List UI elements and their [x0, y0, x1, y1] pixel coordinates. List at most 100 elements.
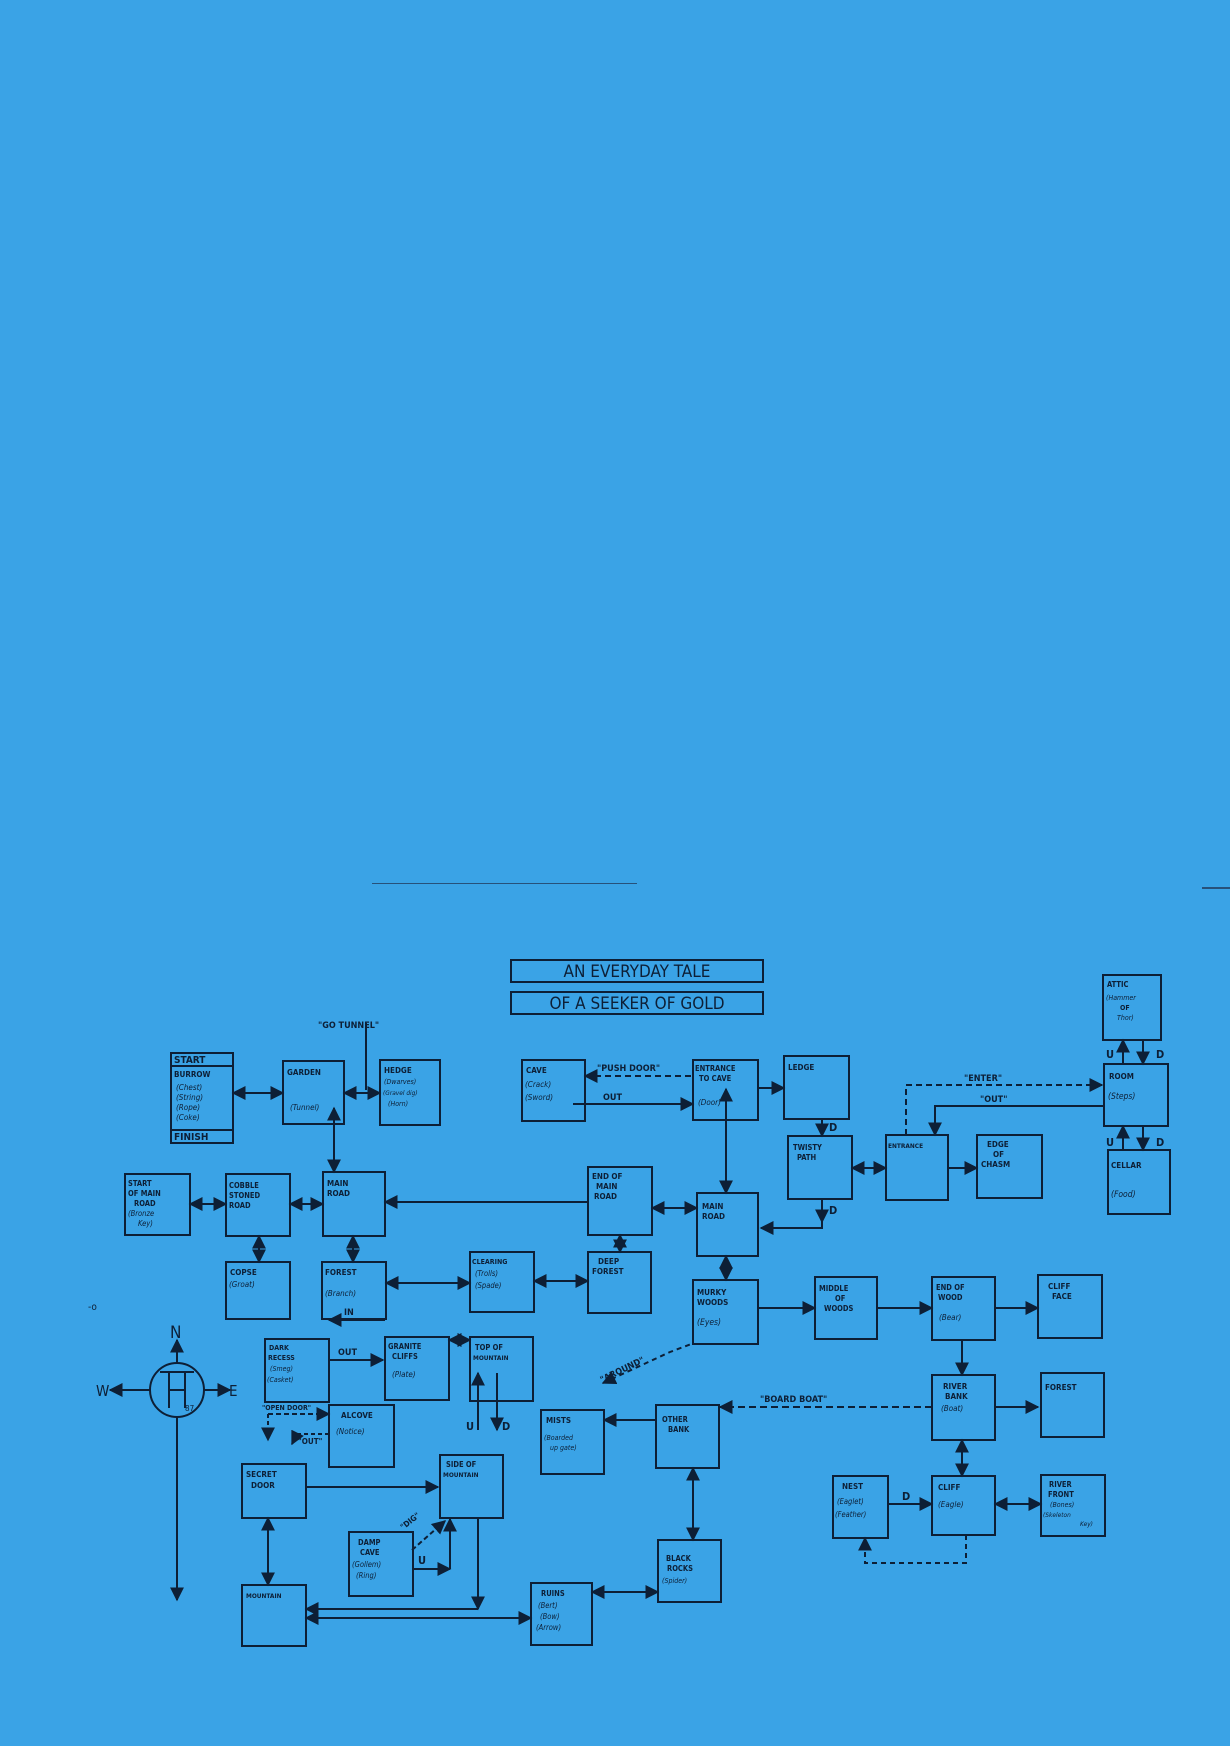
- room-dark-recess: [264, 1338, 330, 1403]
- room-start-burrow: [170, 1052, 234, 1144]
- damp-cave-line: CAVE: [360, 1548, 380, 1557]
- dark-recess-line: RECESS: [268, 1354, 295, 1362]
- copse-line: COPSE: [230, 1268, 257, 1277]
- ruins-line: (Arrow): [536, 1623, 561, 1632]
- river-front-line: RIVER: [1049, 1480, 1073, 1489]
- room-cobble-stoned-road: [225, 1173, 291, 1237]
- label-u-cellar: U: [1106, 1136, 1114, 1149]
- edge-chasm-line: OF: [993, 1150, 1004, 1159]
- deep-forest-line: FOREST: [592, 1267, 624, 1276]
- room-forest-east: [1040, 1372, 1105, 1438]
- river-front-line: Key): [1080, 1520, 1093, 1528]
- compass-w: W: [96, 1382, 109, 1400]
- clearing-line: (Trolls): [475, 1269, 498, 1278]
- room-end-of-wood: [931, 1276, 996, 1341]
- room-cliff-face: [1037, 1274, 1103, 1339]
- label-d-nest: D: [902, 1490, 910, 1503]
- label-out-room: "OUT": [980, 1095, 1007, 1105]
- granite-line: GRANITE: [388, 1342, 422, 1351]
- compass-e: E: [229, 1382, 238, 1400]
- start-burrow-line: (Chest): [176, 1083, 202, 1092]
- other-bank-line: OTHER: [662, 1415, 689, 1424]
- label-u-attic: U: [1106, 1048, 1114, 1061]
- black-rocks-line: BLACK: [666, 1554, 692, 1563]
- forest-1-line: (Branch): [325, 1289, 356, 1298]
- room-clearing: [469, 1251, 535, 1313]
- cellar-line: (Food): [1111, 1190, 1136, 1200]
- room-main-road-east: [696, 1192, 759, 1257]
- start-burrow-line: (Rope): [176, 1103, 200, 1112]
- end-wood-line: WOOD: [938, 1293, 963, 1302]
- murky-line: WOODS: [697, 1298, 728, 1307]
- entrance-line: ENTRANCE: [888, 1142, 923, 1150]
- cliff-face-line: FACE: [1052, 1292, 1072, 1301]
- end-wood-line: (Bear): [939, 1313, 962, 1322]
- label-u-top: U: [466, 1420, 474, 1433]
- room-top-of-mountain: [469, 1336, 534, 1402]
- cobble-line: STONED: [229, 1191, 260, 1200]
- entrance-cave-line: ENTRANCE: [695, 1064, 736, 1073]
- side-mountain-line: MOUNTAIN: [443, 1471, 479, 1479]
- river-front-line: (Skeleton: [1043, 1511, 1071, 1519]
- end-main-road-line: ROAD: [594, 1192, 617, 1201]
- room-main-road-west: [322, 1171, 386, 1237]
- cobble-line: COBBLE: [229, 1181, 259, 1190]
- title-line-2: OF A SEEKER OF GOLD: [549, 994, 724, 1014]
- start-main-road-line: (Bronze: [128, 1209, 154, 1218]
- label-d-attic: D: [1156, 1048, 1164, 1061]
- label-out-cave: OUT: [603, 1093, 622, 1103]
- river-front-line: (Bones): [1050, 1501, 1074, 1509]
- room-forest-branch: [321, 1261, 387, 1320]
- ruins-line: (Bow): [540, 1612, 560, 1621]
- river-bank-line: RIVER: [943, 1382, 968, 1391]
- start-main-road-line: Key): [138, 1219, 153, 1228]
- room-river-bank: [931, 1374, 996, 1441]
- start-burrow-line: BURROW: [174, 1070, 211, 1079]
- granite-line: CLIFFS: [392, 1352, 418, 1361]
- dark-recess-line: (Casket): [267, 1376, 293, 1384]
- label-out-dark: OUT: [338, 1348, 357, 1358]
- start-burrow-line: FINISH: [174, 1132, 208, 1143]
- nest-line: (Feather): [835, 1510, 866, 1519]
- garden-line: (Tunnel): [290, 1103, 320, 1112]
- label-out-alcove: "OUT": [298, 1437, 323, 1446]
- granite-line: (Plate): [392, 1370, 416, 1379]
- title-box-1: [510, 959, 764, 983]
- attic-line: Thor): [1117, 1014, 1134, 1022]
- start-main-road-line: START: [128, 1179, 152, 1188]
- label-around: "AROUND": [599, 1356, 646, 1386]
- attic-line: ATTIC: [1107, 980, 1129, 989]
- room-secret-door: [241, 1463, 307, 1519]
- main-road-2-line: MAIN: [702, 1202, 723, 1211]
- room-ledge: [783, 1055, 850, 1120]
- room-entrance: [885, 1134, 949, 1201]
- attic-line: OF: [1120, 1004, 1130, 1012]
- main-road-1-line: ROAD: [327, 1189, 350, 1198]
- room-end-of-main-road: [587, 1166, 653, 1236]
- attic-line: (Hammer: [1106, 994, 1136, 1002]
- cave-line: (Sword): [525, 1093, 553, 1102]
- room-nest: [832, 1475, 889, 1539]
- room-twisty-path: [787, 1135, 853, 1200]
- title-line-1: AN EVERYDAY TALE: [564, 962, 711, 982]
- label-d-top: D: [502, 1420, 510, 1433]
- secret-door-line: DOOR: [251, 1481, 275, 1490]
- ledge-line: LEDGE: [788, 1063, 814, 1072]
- river-bank-line: (Boat): [941, 1404, 963, 1413]
- room-alcove: [328, 1404, 395, 1468]
- room-black-rocks: [657, 1539, 722, 1603]
- murky-line: MURKY: [697, 1288, 727, 1297]
- edge-chasm-line: EDGE: [987, 1140, 1009, 1149]
- room-entrance-to-cave: [692, 1059, 759, 1121]
- compass-n: N: [170, 1323, 181, 1343]
- label-d-twisty: D: [829, 1204, 837, 1217]
- room-mists: [540, 1409, 605, 1475]
- top-mountain-line: MOUNTAIN: [473, 1354, 509, 1362]
- room-murky-woods: [692, 1279, 759, 1345]
- garden-line: GARDEN: [287, 1068, 321, 1077]
- black-rocks-line: (Spider): [662, 1577, 687, 1585]
- mists-line: (Boarded: [544, 1434, 574, 1442]
- pencil-rule-left: [372, 883, 637, 884]
- clearing-line: (Spade): [475, 1281, 501, 1290]
- damp-cave-line: (Gollem): [352, 1560, 381, 1569]
